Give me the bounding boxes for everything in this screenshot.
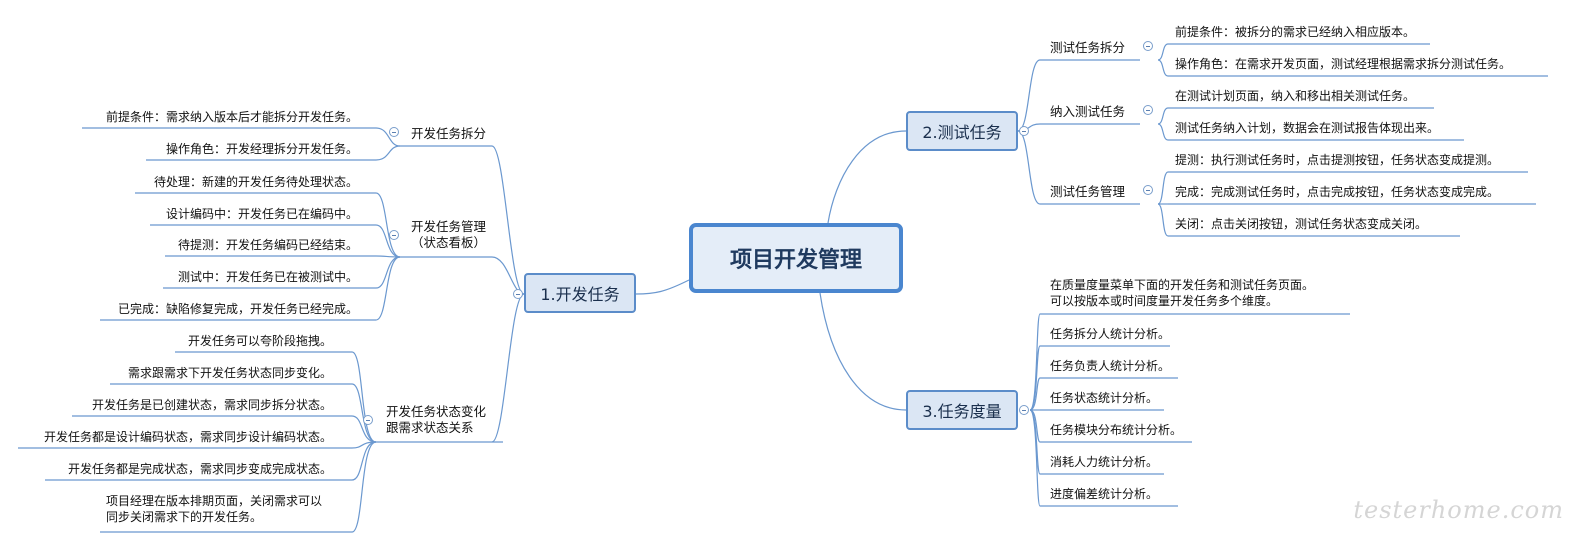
leaf-dev-relation-3[interactable]: 开发任务是已创建状态，需求同步拆分状态。 [91,398,332,412]
leaf-test-include-1[interactable]: 在测试计划页面，纳入和移出相关测试任务。 [1175,89,1416,103]
leaf-dev-split-1[interactable]: 前提条件：需求纳入版本后才能拆分开发任务。 [105,110,358,124]
subtopic-dev-split[interactable]: 开发任务拆分 [411,126,487,141]
branch-task-metrics[interactable]: 3.任务度量 [906,390,1018,430]
leaf-test-split-2[interactable]: 操作角色：在需求开发页面，测试经理根据需求拆分测试任务。 [1175,57,1512,71]
leaf-dev-relation-2[interactable]: 需求跟需求下开发任务状态同步变化。 [127,366,332,380]
subtopic-test-split[interactable]: 测试任务拆分 [1050,40,1126,55]
subtopic-dev-manage-line1: 开发任务管理 [411,219,487,234]
leaf-metric-5[interactable]: 消耗人力统计分析。 [1050,455,1159,469]
collapse-toggle-icon[interactable] [1143,105,1153,115]
branch-test-tasks[interactable]: 2.测试任务 [906,111,1018,151]
leaf-metric-4[interactable]: 任务模块分布统计分析。 [1050,423,1183,437]
leaf-test-manage-2[interactable]: 完成：完成测试任务时，点击完成按钮，任务状态变成完成。 [1175,185,1500,199]
subtopic-dev-relation-line1: 开发任务状态变化 [386,404,487,419]
leaf-dev-relation-5[interactable]: 开发任务都是完成状态，需求同步变成完成状态。 [67,462,332,476]
leaf-dev-relation-6-line2: 同步关闭需求下的开发任务。 [106,510,263,524]
root-topic[interactable]: 项目开发管理 [689,223,903,293]
collapse-toggle-icon[interactable] [1019,405,1029,415]
leaf-dev-relation-4[interactable]: 开发任务都是设计编码状态，需求同步设计编码状态。 [43,430,332,444]
collapse-toggle-icon[interactable] [389,230,399,240]
leaf-test-split-1[interactable]: 前提条件：被拆分的需求已经纳入相应版本。 [1175,25,1416,39]
leaf-dev-relation-1[interactable]: 开发任务可以夸阶段拖拽。 [187,334,332,348]
leaf-dev-manage-5[interactable]: 已完成：缺陷修复完成，开发任务已经完成。 [117,302,358,316]
leaf-metric-3[interactable]: 任务状态统计分析。 [1050,391,1159,405]
collapse-toggle-icon[interactable] [389,127,399,137]
leaf-dev-manage-3[interactable]: 待提测：开发任务编码已经结束。 [177,238,358,252]
leaf-metric-intro-line2: 可以按版本或时间度量开发任务多个维度。 [1050,294,1279,308]
watermark: testerhome.com [1353,496,1564,524]
collapse-toggle-icon[interactable] [513,289,523,299]
leaf-metric-intro-line1: 在质量度量菜单下面的开发任务和测试任务页面。 [1050,278,1315,292]
leaf-metric-1[interactable]: 任务拆分人统计分析。 [1050,327,1171,341]
leaf-dev-relation-6-line1: 项目经理在版本排期页面，关闭需求可以 [106,494,323,508]
leaf-dev-manage-4[interactable]: 测试中：开发任务已在被测试中。 [177,270,358,284]
subtopic-dev-relation-line2: 跟需求状态关系 [386,420,474,435]
collapse-toggle-icon[interactable] [1143,41,1153,51]
leaf-dev-manage-2[interactable]: 设计编码中：开发任务已在编码中。 [165,207,358,221]
leaf-dev-relation-6[interactable]: 项目经理在版本排期页面，关闭需求可以 同步关闭需求下的开发任务。 [106,493,322,525]
collapse-toggle-icon[interactable] [363,415,373,425]
branch-dev-tasks[interactable]: 1.开发任务 [524,273,636,313]
subtopic-dev-manage[interactable]: 开发任务管理 （状态看板） [411,219,486,251]
subtopic-dev-manage-line2: （状态看板） [411,235,487,250]
collapse-toggle-icon[interactable] [1019,126,1029,136]
leaf-dev-split-2[interactable]: 操作角色：开发经理拆分开发任务。 [165,142,358,156]
leaf-metric-2[interactable]: 任务负责人统计分析。 [1050,359,1171,373]
leaf-dev-manage-1[interactable]: 待处理：新建的开发任务待处理状态。 [153,175,358,189]
leaf-metric-intro[interactable]: 在质量度量菜单下面的开发任务和测试任务页面。 可以按版本或时间度量开发任务多个维… [1050,277,1314,309]
leaf-test-manage-1[interactable]: 提测：执行测试任务时，点击提测按钮，任务状态变成提测。 [1175,153,1500,167]
leaf-test-include-2[interactable]: 测试任务纳入计划，数据会在测试报告体现出来。 [1175,121,1440,135]
subtopic-dev-relation[interactable]: 开发任务状态变化 跟需求状态关系 [386,404,486,436]
leaf-metric-6[interactable]: 进度偏差统计分析。 [1050,487,1159,501]
subtopic-test-manage[interactable]: 测试任务管理 [1050,184,1126,199]
collapse-toggle-icon[interactable] [1143,185,1153,195]
subtopic-test-include[interactable]: 纳入测试任务 [1050,104,1126,119]
leaf-test-manage-3[interactable]: 关闭：点击关闭按钮，测试任务状态变成关闭。 [1175,217,1428,231]
